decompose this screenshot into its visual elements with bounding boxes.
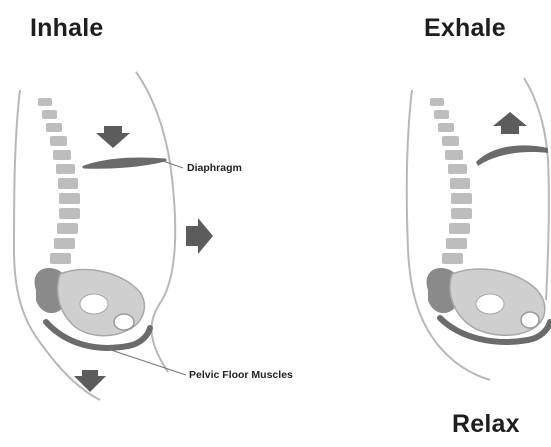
exhale-figure [407,78,550,380]
diaphragm-pointer-line [163,161,183,168]
inhale-pelvic-opening [80,294,108,314]
inhale-diaphragm [84,159,165,167]
exhale-spine [430,98,472,264]
exhale-belly-outline [524,78,549,300]
exhale-hip-socket [521,312,539,328]
exhale-pelvic-opening [476,294,504,314]
pelvic-floor-label: Pelvic Floor Muscles [189,369,293,381]
inhale-belly-outline [136,72,175,372]
exhale-diaphragm [476,145,548,166]
arrow-down-icon [96,126,130,148]
inhale-hip-socket [114,314,134,330]
arrow-right-icon [186,218,213,254]
arrow-down-icon [74,370,106,392]
pelvic-pointer-line [108,349,186,375]
diaphragm-label: Diaphragm [187,162,242,174]
arrow-up-icon [493,112,527,134]
inhale-figure [14,72,213,400]
inhale-spine [38,98,80,264]
